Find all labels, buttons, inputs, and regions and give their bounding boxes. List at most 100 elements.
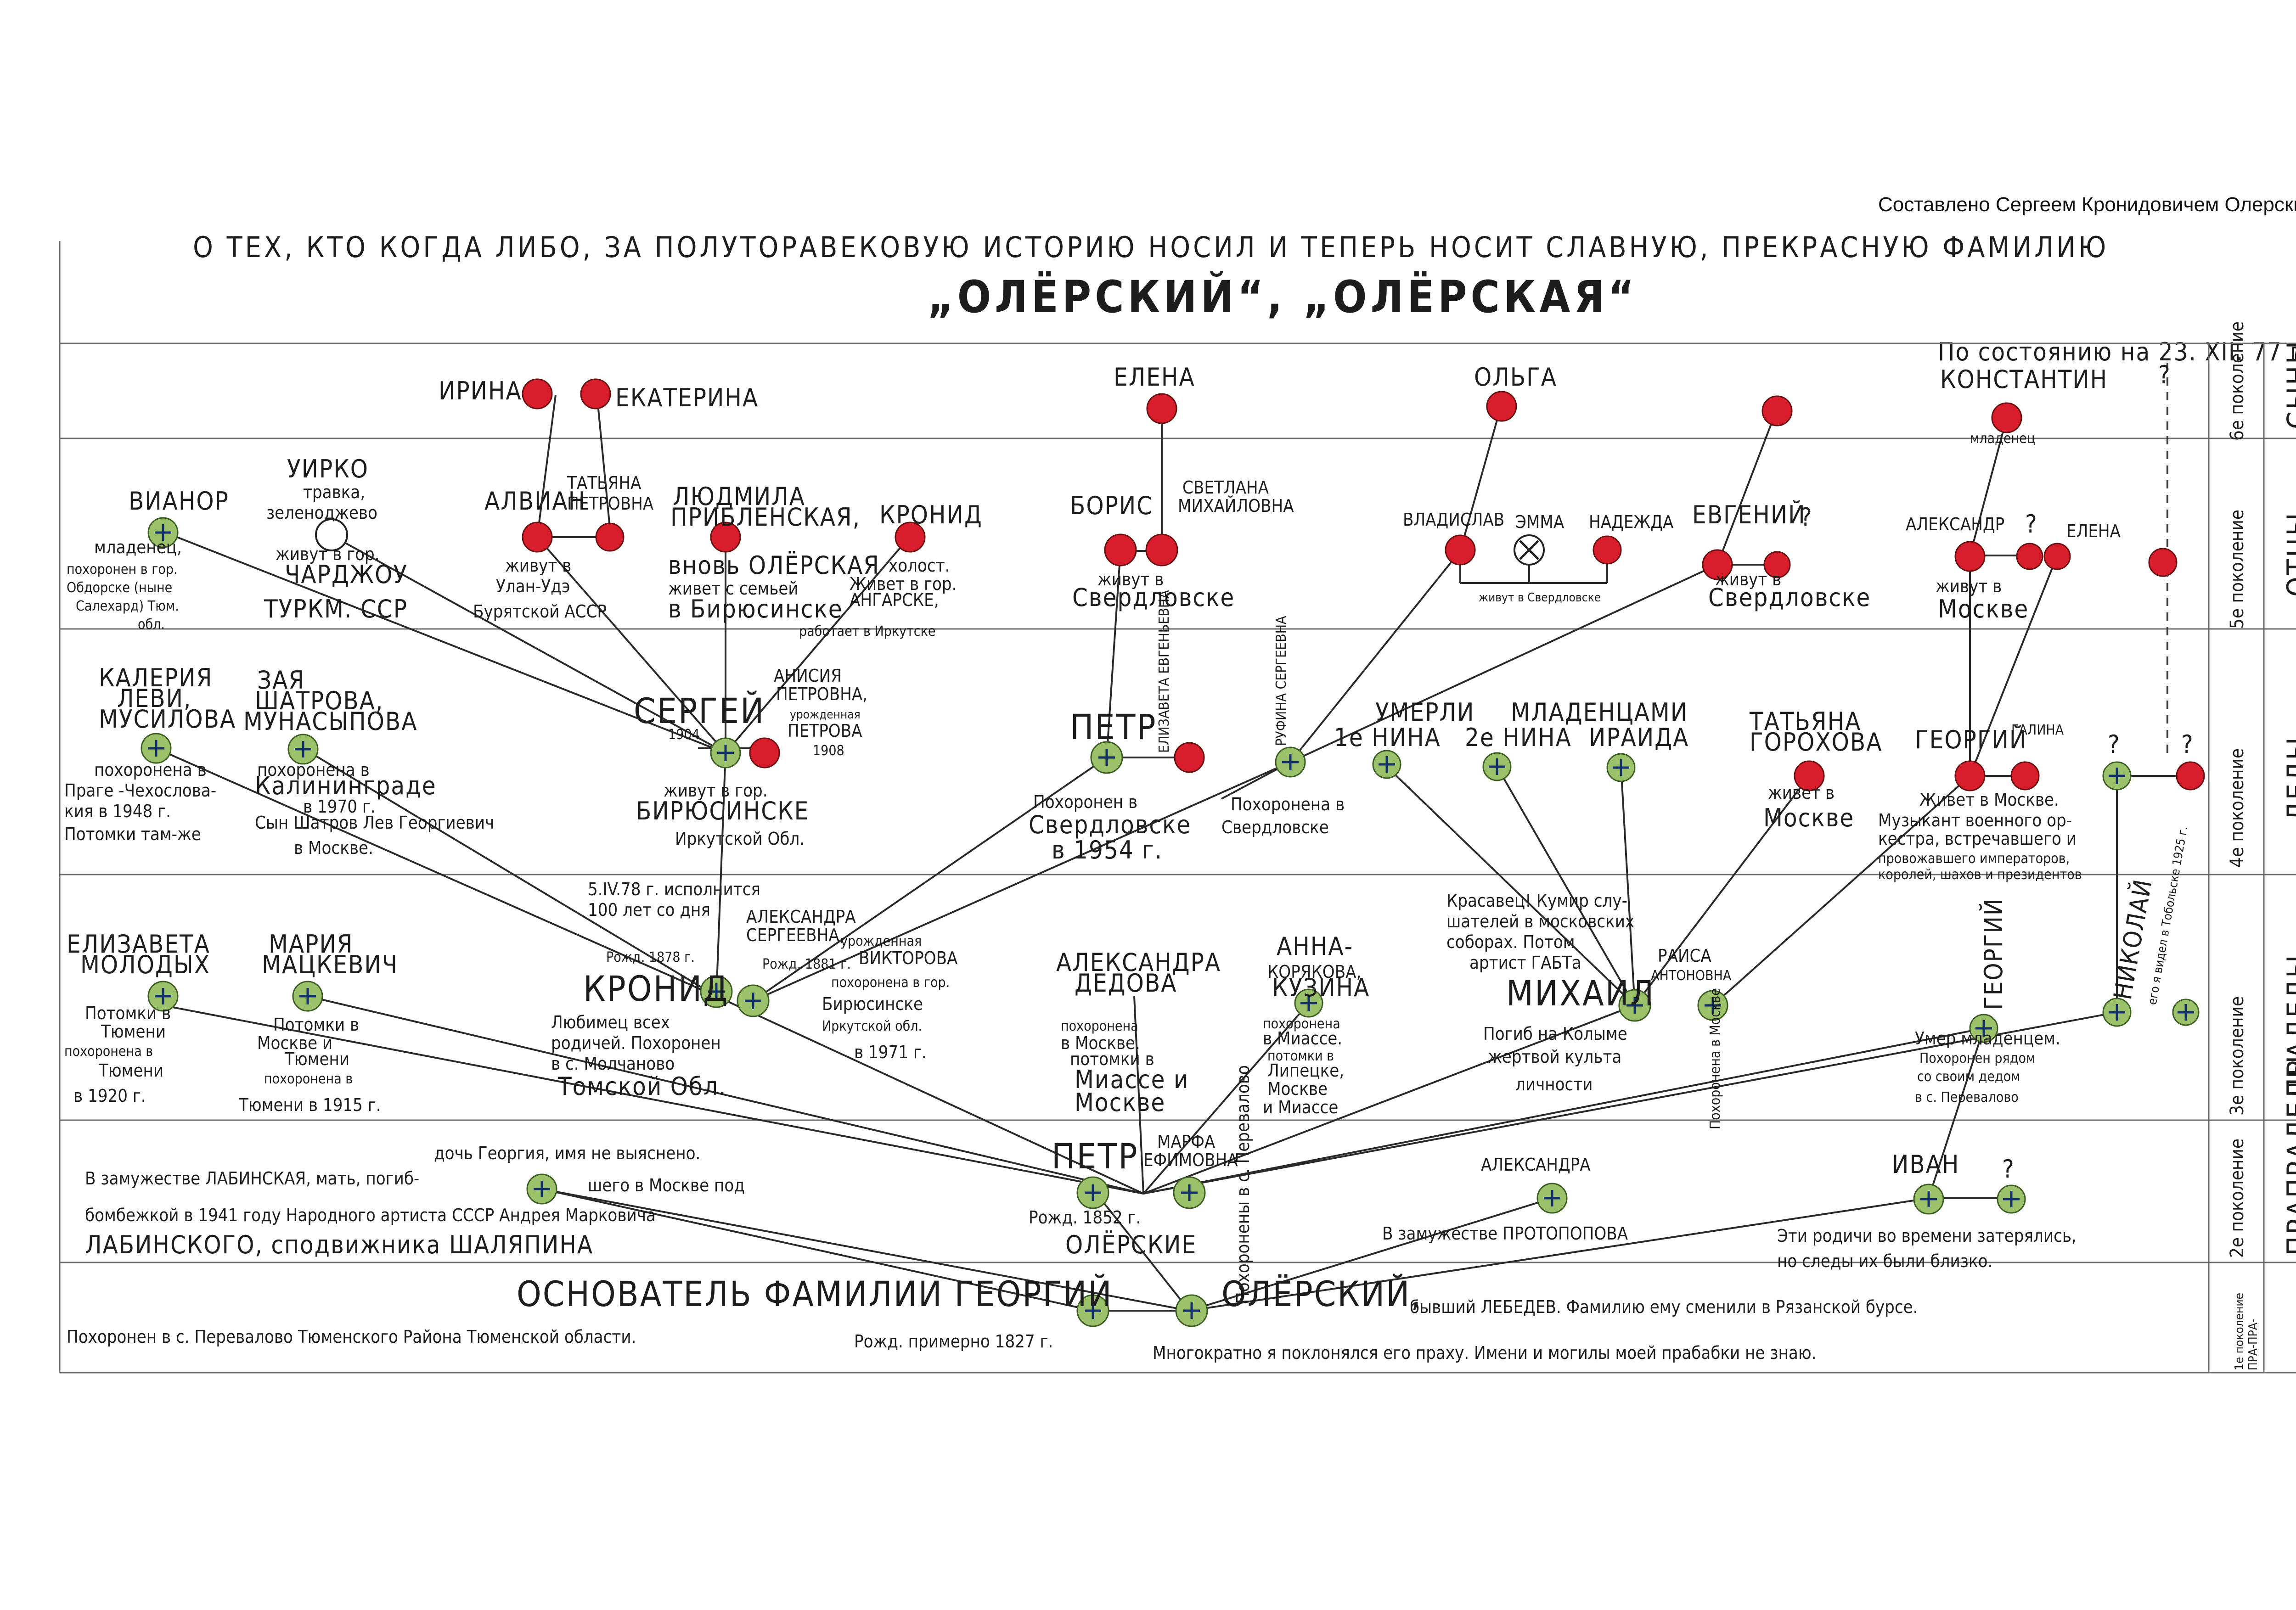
note-konstantin: младенец [1970, 431, 2035, 447]
svg-text:ВИКТОРОВА: ВИКТОРОВА [859, 948, 958, 968]
svg-text:Москве: Москве [1267, 1079, 1328, 1099]
gen5-number: 5e поколение [2227, 510, 2248, 629]
node-unknown-gen4-wife [2176, 761, 2205, 791]
svg-text:Сын Шатров Лев Георгиевич: Сын Шатров Лев Георгиевич [255, 813, 494, 833]
svg-text:урожденная: урожденная [790, 708, 861, 722]
node-elizaveta4 [1174, 742, 1205, 773]
svg-text:1e НИНА: 1e НИНА [1334, 723, 1441, 752]
svg-text:Москве: Москве [1075, 1088, 1165, 1117]
svg-text:бывший ЛЕБЕДЕВ. Фамилию ему см: бывший ЛЕБЕДЕВ. Фамилию ему сменили в Ря… [1410, 1297, 1918, 1317]
author-credit: Составлено Сергеем Кронидовичем Олерским [1878, 193, 2296, 216]
svg-text:вновь ОЛЁРСКАЯ: вновь ОЛЁРСКАЯ [668, 551, 880, 580]
svg-text:ЗАЯ: ЗАЯ [257, 666, 305, 695]
node-boris [1104, 533, 1137, 567]
node-tatiana4 [1794, 760, 1825, 791]
svg-text:ТАТЬЯНА: ТАТЬЯНА [1749, 707, 1861, 736]
svg-text:похоронен в гор.: похоронен в гор. [67, 561, 178, 578]
svg-text:Похоронен рядом: Похоронен рядом [1919, 1050, 2035, 1066]
svg-text:Потомки там-же: Потомки там-же [64, 824, 201, 844]
svg-text:и Миассе: и Миассе [1263, 1097, 1338, 1117]
gen3-labels: ЕЛИЗАВЕТА МОЛОДЫХ Потомки в Тюмени похор… [64, 825, 2190, 1129]
node-svetlana [1145, 533, 1178, 567]
svg-text:РАИСА: РАИСА [1658, 946, 1711, 966]
svg-text:обл.: обл. [138, 617, 165, 633]
svg-text:КОРЯКОВА,: КОРЯКОВА, [1267, 962, 1361, 982]
node-kronid5 [895, 522, 926, 553]
svg-text:в с. Молчаново: в с. Молчаново [551, 1054, 675, 1074]
svg-text:ПЕТР: ПЕТР [1052, 1136, 1139, 1177]
gen6-labels: ИРИНА ЕКАТЕРИНА ЕЛЕНА ОЛЬГА КОНСТАНТИН м… [439, 363, 2107, 447]
svg-text:ЕФИМОВНА: ЕФИМОВНА [1143, 1150, 1238, 1170]
svg-text:МУСИЛОВА: МУСИЛОВА [99, 705, 236, 734]
label-olga: ОЛЬГА [1474, 363, 1557, 392]
svg-text:ОЛЁРСКИЙ,: ОЛЁРСКИЙ, [1221, 1273, 1422, 1314]
svg-text:Тюмени в 1915 г.: Тюмени в 1915 г. [238, 1095, 381, 1115]
svg-text:КРОНИД: КРОНИД [879, 500, 983, 529]
svg-text:Живет в Москве.: Живет в Москве. [1919, 790, 2059, 810]
svg-text:СЕРГЕЙ: СЕРГЕЙ [634, 690, 765, 731]
svg-text:похоронена в: похоронена в [257, 760, 370, 780]
svg-text:Похоронен в с. Перевалово Тюме: Похоронен в с. Перевалово Тюменского Рай… [67, 1327, 636, 1347]
svg-text:в 1970 г.: в 1970 г. [303, 797, 376, 817]
svg-text:Потомки в: Потомки в [85, 1003, 171, 1023]
svg-text:Любимец всех: Любимец всех [551, 1012, 670, 1032]
svg-text:Потомки в: Потомки в [273, 1015, 359, 1035]
svg-text:ЛЮДМИЛА: ЛЮДМИЛА [673, 482, 805, 511]
label-ekaterina: ЕКАТЕРИНА [615, 383, 759, 412]
node-tatiana5 [595, 522, 625, 552]
svg-text:УИРКО: УИРКО [287, 454, 369, 483]
svg-text:КУЗИНА: КУЗИНА [1272, 973, 1370, 1002]
node-irina [522, 378, 553, 410]
svg-text:Эти родичи во времени затеряли: Эти родичи во времени затерялись, [1777, 1226, 2077, 1246]
svg-text:Умер младенцем.: Умер младенцем. [1915, 1028, 2060, 1049]
node-georgy4 [1954, 760, 1986, 791]
gen4-number: 4e поколение [2227, 748, 2248, 868]
svg-text:МИХАИЛ: МИХАИЛ [1506, 973, 1655, 1014]
svg-text:ОСНОВАТЕЛЬ ФАМИЛИИ ГЕОРГИЙ: ОСНОВАТЕЛЬ ФАМИЛИИ ГЕОРГИЙ [517, 1273, 1113, 1314]
gen5-labels: ВИАНОР младенец, похоронен в гор. Обдорс… [67, 360, 2170, 640]
svg-text:СЕРГЕЕВНА,: СЕРГЕЕВНА, [746, 925, 844, 945]
node-elena6 [1146, 393, 1177, 424]
node-uirko [315, 518, 348, 551]
svg-text:в 1954 г.: в 1954 г. [1052, 836, 1163, 864]
node-alexandr5 [1954, 541, 1986, 572]
svg-text:Миассе и: Миассе и [1075, 1065, 1189, 1094]
svg-text:АЛЕКСАНДР: АЛЕКСАНДР [1906, 514, 2004, 534]
gen3-title: ПРАДЕДЫ [2281, 954, 2296, 1097]
as-of-date: По состоянию на 23. XII. 77 г. [1938, 337, 2296, 366]
svg-text:его я видел в Тобольске 1925 г: его я видел в Тобольске 1925 г. [2145, 825, 2190, 1006]
svg-text:ИРАИДА: ИРАИДА [1589, 723, 1689, 752]
svg-text:?: ? [1800, 503, 1813, 532]
svg-text:травка,: травка, [303, 482, 365, 502]
svg-text:в Москве.: в Москве. [294, 838, 373, 858]
svg-text:урожденная: урожденная [840, 933, 922, 949]
svg-text:Похоронены в с. Перевалово: Похоронены в с. Перевалово [1233, 1065, 1253, 1304]
svg-text:?: ? [2025, 510, 2038, 539]
svg-text:Калининграде: Калининграде [255, 771, 437, 800]
svg-text:живут в: живут в [1097, 569, 1164, 589]
svg-text:Липецке,: Липецке, [1267, 1060, 1344, 1081]
svg-text:личности: личности [1515, 1074, 1593, 1094]
svg-text:Рожд. примерно 1827 г.: Рожд. примерно 1827 г. [854, 1331, 1053, 1352]
svg-text:Многократно я поклонялся его п: Многократно я поклонялся его праху. Имен… [1153, 1343, 1817, 1363]
svg-text:кестра, встречавшего и: кестра, встречавшего и [1878, 829, 2077, 849]
svg-text:МАРИЯ: МАРИЯ [269, 930, 354, 959]
svg-text:Томской Обл.: Томской Обл. [557, 1072, 726, 1101]
svg-text:в Бирюсинске: в Бирюсинске [668, 595, 843, 623]
svg-text:ЕЛИЗАВЕТА ЕВГЕНЬЕВНА: ЕЛИЗАВЕТА ЕВГЕНЬЕВНА [1156, 590, 1172, 753]
svg-text:Свердловске: Свердловске [1221, 817, 1329, 837]
node-ludmila [710, 522, 741, 553]
gen1-number: 1e поколение [2233, 1293, 2246, 1370]
svg-text:ВИАНОР: ВИАНОР [129, 487, 229, 516]
svg-text:ИВАН: ИВАН [1892, 1150, 1959, 1179]
svg-text:дочь Георгия, имя не выяснено.: дочь Георгия, имя не выяснено. [434, 1143, 700, 1163]
svg-text:Музыкант военного ор-: Музыкант военного ор- [1878, 810, 2072, 830]
svg-text:АНИСИЯ: АНИСИЯ [774, 666, 842, 686]
svg-text:АЛЕКСАНДРА: АЛЕКСАНДРА [1056, 948, 1221, 977]
svg-text:Рожд. 1852 г.: Рожд. 1852 г. [1029, 1207, 1141, 1228]
svg-text:МИХАЙЛОВНА: МИХАЙЛОВНА [1178, 496, 1294, 516]
svg-text:?: ? [2002, 1155, 2015, 1184]
node-elena5 [2043, 543, 2071, 570]
svg-text:бомбежкой в 1941 году Народног: бомбежкой в 1941 году Народного артиста … [85, 1205, 656, 1225]
svg-text:живут в: живут в [505, 555, 571, 576]
